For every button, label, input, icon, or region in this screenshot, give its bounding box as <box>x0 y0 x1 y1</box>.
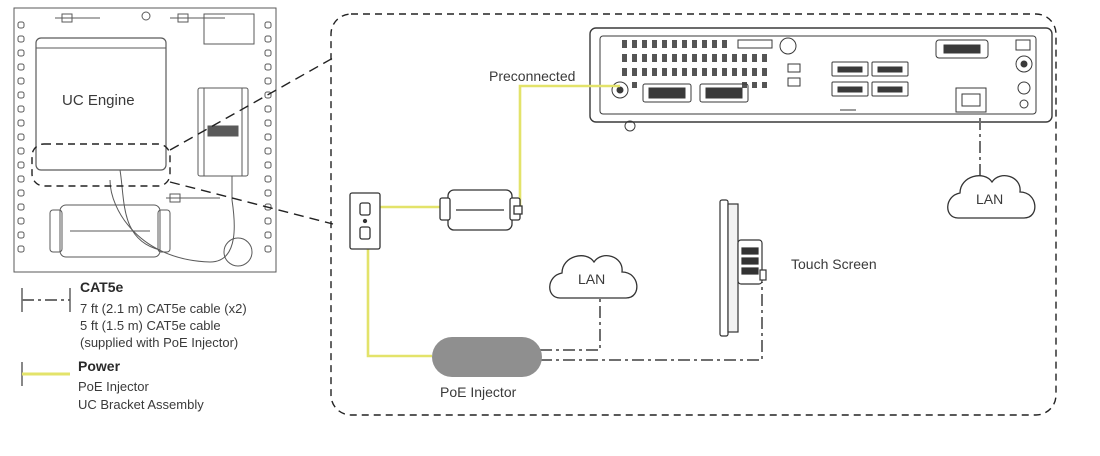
power-jack <box>611 81 629 99</box>
bracket-round-cutout <box>223 237 253 267</box>
legend-power <box>21 362 70 386</box>
zoom-projection-lines <box>169 57 334 225</box>
power-cable-outlet-to-poe <box>366 242 432 358</box>
vent-grid <box>622 40 767 88</box>
lan-label: LAN <box>578 271 605 287</box>
power-cables <box>366 84 620 358</box>
poe-injector-label: PoE Injector <box>440 384 517 400</box>
legend-power-item: PoE Injector <box>78 379 149 394</box>
touch-screen-device <box>719 199 767 337</box>
display-port <box>642 83 692 103</box>
legend-cat5e-item: 7 ft (2.1 m) CAT5e cable (x2) <box>80 301 247 316</box>
bracket-plate <box>13 7 277 273</box>
lan-port <box>955 87 987 113</box>
power-adapter <box>439 189 523 231</box>
rear-screw <box>779 37 797 55</box>
lan-cloud-engine <box>947 175 1036 219</box>
touch-screen-label: Touch Screen <box>791 256 877 272</box>
poe-injector <box>432 337 542 377</box>
legend-power-title: Power <box>78 358 121 374</box>
lan-cloud-poe <box>549 255 638 299</box>
lan-label: LAN <box>976 191 1003 207</box>
cat5e-poe-to-lan <box>540 298 601 351</box>
bracket-cable <box>109 179 235 263</box>
detail-frame <box>330 13 1057 416</box>
bracket-slots-right <box>264 21 272 253</box>
uc-engine-rear-panel <box>589 27 1053 132</box>
port-highlight <box>31 143 171 187</box>
lower-cable-clip <box>166 193 220 203</box>
bracket-poe-device <box>49 204 171 258</box>
top-cable-clips <box>55 11 225 23</box>
power-cable-adapter-to-engine <box>518 84 620 208</box>
legend-cat5e <box>21 288 71 312</box>
bracket-module <box>197 87 249 200</box>
bracket-label-plate <box>203 13 255 45</box>
bracket-slots-left <box>17 21 25 253</box>
cat5e-cables <box>540 118 981 361</box>
legend-cat5e-item: (supplied with PoE Injector) <box>80 335 238 350</box>
display-port <box>699 83 749 103</box>
preconnected-label: Preconnected <box>489 68 575 84</box>
uc-bracket-assembly <box>13 7 277 273</box>
legend-power-item: UC Bracket Assembly <box>78 397 204 412</box>
uc-engine-label: UC Engine <box>62 92 135 109</box>
hdmi-port <box>935 39 989 59</box>
legend-cat5e-title: CAT5e <box>80 279 124 295</box>
wall-outlet <box>349 192 381 250</box>
cat5e-poe-to-touchscreen <box>540 282 763 361</box>
legend-cat5e-item: 5 ft (1.5 m) CAT5e cable <box>80 318 221 333</box>
uc-engine-box <box>35 37 167 171</box>
usb-port-group <box>831 61 909 97</box>
